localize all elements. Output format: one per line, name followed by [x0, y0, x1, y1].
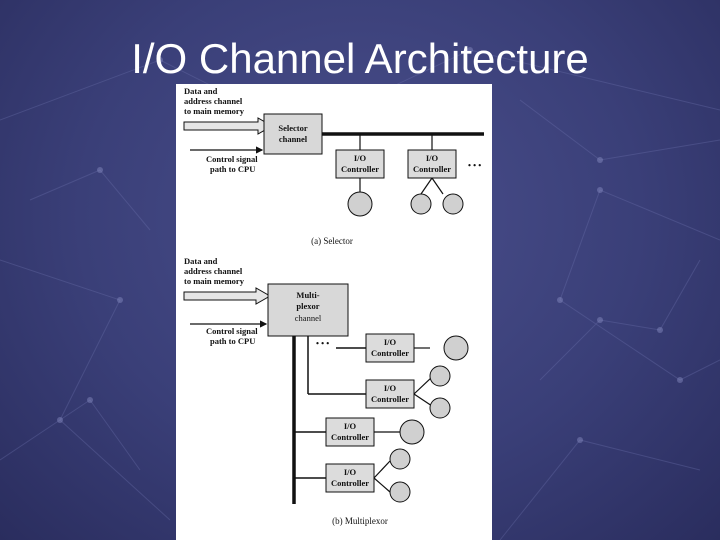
mux-channel-label-1: Multi- [296, 290, 319, 300]
selector-control-label-2: path to CPU [210, 164, 255, 174]
mux-data-label-1: Data and [184, 256, 218, 266]
mux-device-4 [399, 419, 425, 445]
mux-device-2 [429, 365, 451, 387]
selector-channel-label-2: channel [279, 134, 308, 144]
selector-controller-2-label-2: Controller [413, 164, 451, 174]
mux-controller-3-label-1: I/O [344, 421, 357, 431]
selector-data-label-3: to main memory [184, 106, 245, 116]
mux-controller-3 [325, 417, 375, 447]
mux-data-label-2: address channel [184, 266, 243, 276]
slide-title: I/O Channel Architecture [131, 35, 589, 82]
selector-data-arrow [183, 117, 274, 135]
mux-data-label-3: to main memory [184, 276, 245, 286]
mux-controller-1 [365, 333, 415, 363]
mux-controller-1-label-2: Controller [371, 348, 409, 358]
mux-controller-1-label-1: I/O [384, 337, 397, 347]
selector-ellipsis: • • • [468, 160, 481, 170]
mux-device-5 [389, 448, 411, 470]
mux-channel-label-2: plexor [296, 301, 319, 311]
mux-controller-2 [365, 379, 415, 409]
selector-controller-2 [407, 149, 457, 179]
selector-controller-1-label-2: Controller [341, 164, 379, 174]
multiplexor-channel-box [267, 283, 349, 337]
selector-control-label-1: Control signal [206, 154, 258, 164]
selector-section: Data and address channel to main memory … [183, 86, 484, 246]
io-channel-diagram: Data and address channel to main memory … [176, 84, 492, 540]
selector-caption: (a) Selector [311, 236, 353, 246]
selector-controller-1 [335, 149, 385, 179]
mux-device-3 [429, 397, 451, 419]
mux-controller-3-label-2: Controller [331, 432, 369, 442]
selector-device-3 [442, 193, 464, 215]
selector-data-label-1: Data and [184, 86, 218, 96]
mux-ellipsis: • • • [316, 338, 329, 348]
mux-controller-4-label-2: Controller [331, 478, 369, 488]
selector-channel-box [263, 113, 323, 155]
multiplexor-section: Data and address channel to main memory … [183, 256, 469, 526]
mux-controller-2-label-2: Controller [371, 394, 409, 404]
mux-device-1 [443, 335, 469, 361]
mux-controller-4 [325, 463, 375, 493]
mux-controller-2-label-1: I/O [384, 383, 397, 393]
selector-device-2 [410, 193, 432, 215]
selector-device-1 [347, 191, 373, 217]
mux-channel-label-3: channel [295, 313, 322, 323]
mux-data-arrow [183, 287, 272, 305]
mux-control-label-2: path to CPU [210, 336, 255, 346]
diagram-canvas: Data and address channel to main memory … [183, 86, 484, 526]
selector-controller-1-label-1: I/O [354, 153, 367, 163]
selector-channel-label-1: Selector [278, 123, 307, 133]
selector-controller-2-label-1: I/O [426, 153, 439, 163]
mux-device-6 [389, 481, 411, 503]
multiplexor-caption: (b) Multiplexor [332, 516, 388, 526]
selector-data-label-2: address channel [184, 96, 243, 106]
mux-controller-4-label-1: I/O [344, 467, 357, 477]
mux-control-label-1: Control signal [206, 326, 258, 336]
